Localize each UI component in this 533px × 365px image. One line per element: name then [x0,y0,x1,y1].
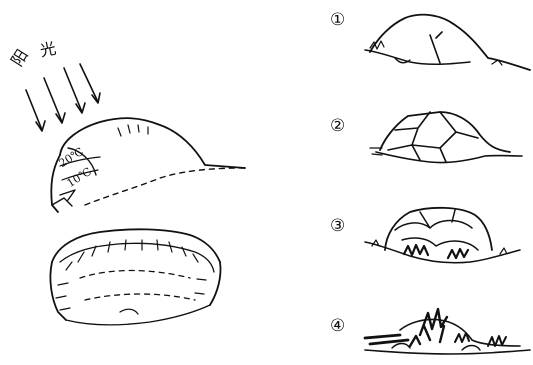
rock-weathering-diagram: 阳 光 20℃ 10℃ ① [0,0,533,365]
stage-4-rock [0,0,533,365]
